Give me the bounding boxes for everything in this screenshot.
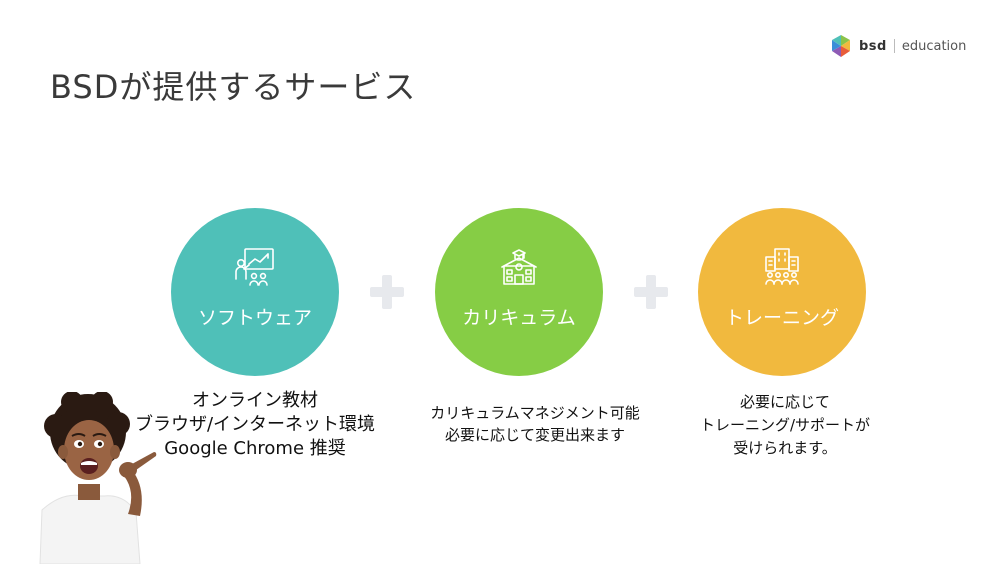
page-title: BSDが提供するサービス [50,68,417,106]
logo-divider [893,39,895,53]
description-line: ブラウザ/インターネット環境 [134,414,376,435]
service-circle-software: ソフトウェア [171,208,339,376]
service-label-software: ソフトウェア [197,306,312,329]
service-circle-training: トレーニング [698,208,866,376]
pointing-child-illustration [39,392,157,564]
description-line: オンライン教材 [192,390,318,411]
service-description-software: オンライン教材 ブラウザ/インターネット環境 Google Chrome 推奨 [110,389,400,461]
description-line: 必要に応じて変更出来ます [444,426,625,444]
service-description-training: 必要に応じて トレーニング/サポートが 受けられます。 [670,391,900,460]
plus-icon [634,275,668,309]
presentation-icon [235,247,274,286]
service-label-training: トレーニング [724,306,839,329]
service-description-curriculum: カリキュラムマネジメント可能 必要に応じて変更出来ます [400,402,670,446]
plus-icon [370,275,404,309]
description-line: トレーニング/サポートが [699,416,871,434]
brand-logo: bsd education [829,34,966,58]
logo-brand-text: bsd [859,38,887,54]
school-building-icon [501,248,537,285]
bsd-logo-mark-icon [832,35,850,57]
description-line: 必要に応じて [739,393,830,411]
office-building-icon [765,247,799,285]
description-line: 受けられます。 [733,439,837,457]
description-line: カリキュラムマネジメント可能 [430,404,640,422]
service-label-curriculum: カリキュラム [462,306,576,329]
service-circle-curriculum: カリキュラム [435,208,603,376]
description-line: Google Chrome 推奨 [164,438,346,459]
logo-sub-text: education [901,38,967,54]
